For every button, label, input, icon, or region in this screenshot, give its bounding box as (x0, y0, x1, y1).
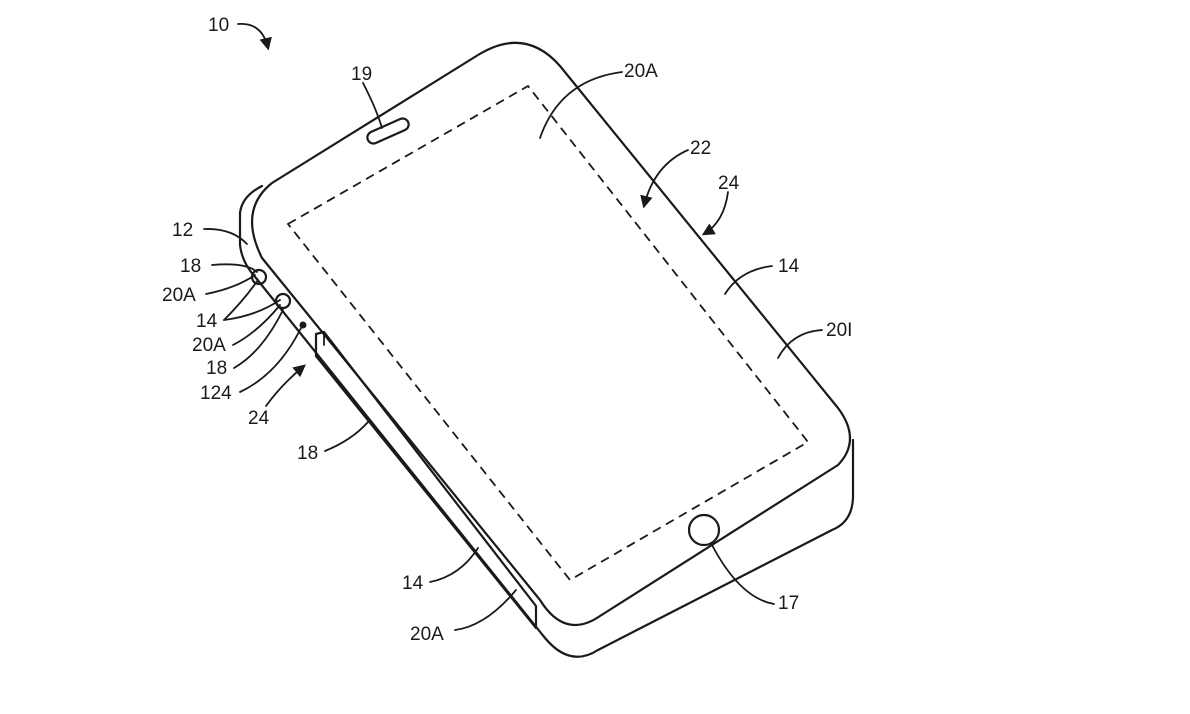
label-18-upper: 18 (180, 256, 201, 277)
side-button-lower (274, 292, 292, 310)
label-12: 12 (172, 220, 193, 241)
leader-20A-lower-end (454, 589, 517, 631)
label-20I: 20I (826, 320, 852, 341)
leader-18-long (324, 421, 369, 452)
label-18-long: 18 (297, 443, 318, 464)
arrow-22 (640, 149, 689, 209)
leader-20A-top (539, 71, 623, 139)
device-side-left (238, 211, 600, 658)
leader-14-pair-b (223, 299, 281, 321)
leader-14-lower (429, 547, 479, 583)
label-18-lower: 18 (206, 358, 227, 379)
device-side-right (596, 438, 855, 652)
label-19: 19 (351, 64, 372, 85)
label-20A-upper: 20A (162, 285, 196, 306)
leader-124 (239, 327, 302, 393)
device-top-rim (238, 184, 264, 215)
display-dashed-outline (286, 84, 810, 582)
label-14-lower: 14 (402, 573, 424, 594)
leader-18-lower (233, 309, 284, 369)
leader-12 (203, 228, 248, 245)
leader-20I (777, 329, 823, 359)
label-20A-lower: 20A (192, 335, 226, 356)
label-124: 124 (200, 383, 232, 404)
label-24-left: 24 (248, 408, 270, 429)
leader-20A-upper (205, 274, 256, 295)
long-side-button (314, 330, 538, 630)
label-14-pair: 14 (196, 311, 218, 332)
leader-14-right (724, 265, 773, 295)
device-front-face (250, 41, 851, 626)
arrow-10 (237, 23, 272, 51)
arrow-24-right (701, 191, 729, 236)
leader-17 (711, 544, 775, 605)
label-17: 17 (778, 593, 799, 614)
leader-14-pair-a (223, 279, 259, 321)
sensor-dot (299, 321, 307, 329)
label-14-right: 14 (778, 256, 800, 277)
label-24-right: 24 (718, 173, 740, 194)
leader-20A-lower (232, 304, 281, 346)
leader-18-upper (211, 263, 258, 273)
earpiece-slot (366, 117, 410, 145)
label-20A-lower-end: 20A (410, 624, 444, 645)
label-20A-top: 20A (624, 61, 658, 82)
label-10: 10 (208, 15, 229, 36)
arrow-24-left (265, 364, 306, 407)
home-button-circle (687, 513, 721, 547)
leader-19 (362, 82, 383, 129)
label-22: 22 (690, 138, 711, 159)
